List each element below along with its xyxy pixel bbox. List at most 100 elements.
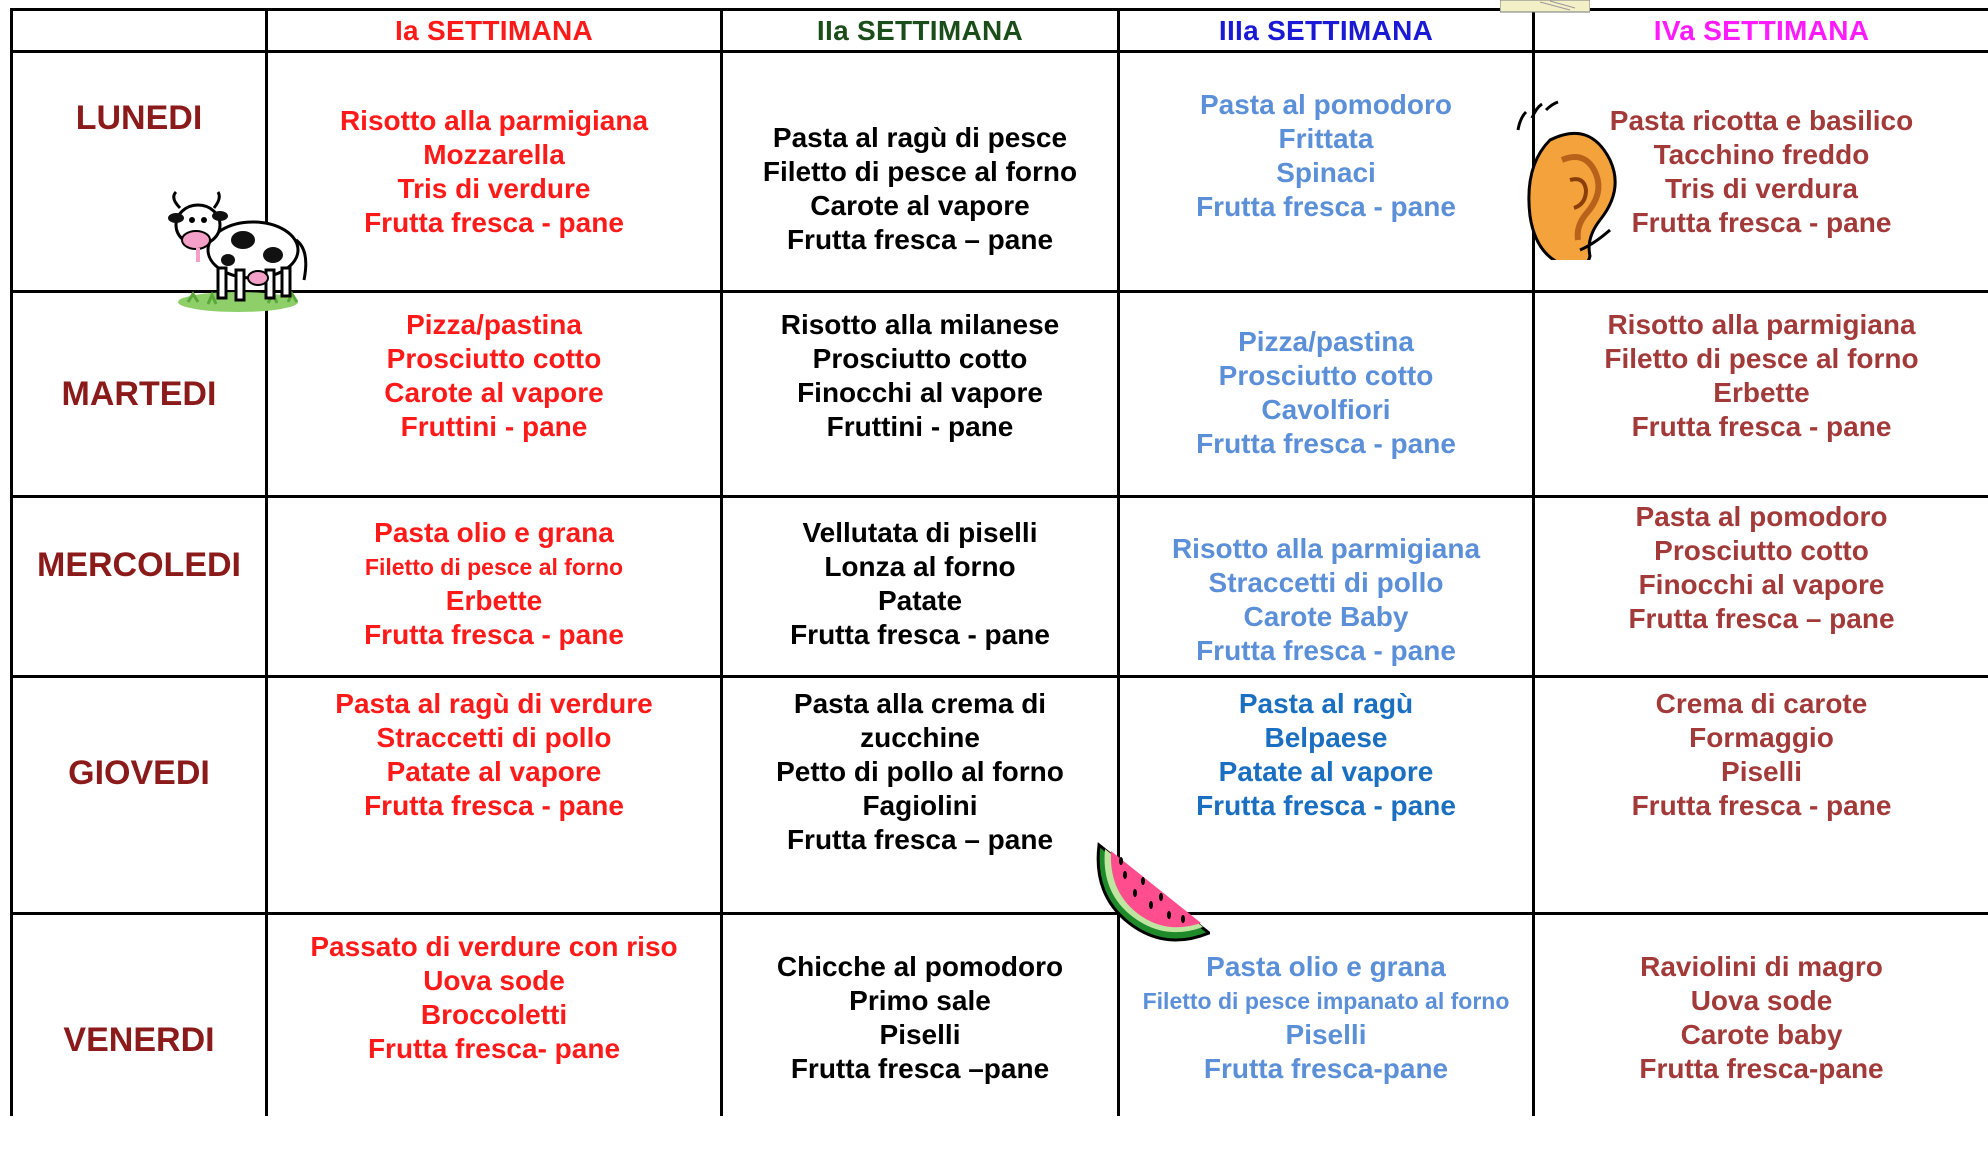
menu-item: Filetto di pesce impanato al forno bbox=[1142, 988, 1510, 1014]
menu-item: zucchine bbox=[860, 722, 980, 753]
menu-martedi-week-2: Risotto alla milanese Prosciutto cotto F… bbox=[723, 293, 1117, 495]
menu-item: Risotto alla parmigiana bbox=[1607, 309, 1916, 340]
cow-icon bbox=[168, 190, 308, 312]
menu-item: Carote baby bbox=[1680, 1019, 1843, 1050]
menu-martedi-week-1: Pizza/pastina Prosciutto cotto Carote al… bbox=[268, 293, 720, 495]
menu-item: Frutta fresca - pane bbox=[790, 619, 1050, 650]
menu-item: Mozzarella bbox=[423, 138, 565, 170]
menu-item: Frutta fresca-pane bbox=[1203, 1053, 1449, 1084]
menu-martedi-week-4: Risotto alla parmigiana Filetto di pesce… bbox=[1535, 293, 1988, 495]
menu-item: Tris di verdura bbox=[1665, 172, 1858, 204]
menu-giovedi-week-2: Pasta alla crema di zucchine Petto di po… bbox=[723, 678, 1117, 912]
menu-giovedi-week-3: Pasta al ragù Belpaese Patate al vapore … bbox=[1120, 678, 1532, 912]
menu-item: Piselli bbox=[879, 1019, 961, 1050]
menu-item: Carote al vapore bbox=[810, 189, 1030, 221]
menu-giovedi-week-4: Crema di carote Formaggio Piselli Frutta… bbox=[1535, 678, 1988, 912]
menu-venerdi-week-4: Raviolini di magro Uova sode Carote baby… bbox=[1535, 915, 1988, 1116]
menu-item: Frutta fresca - pane bbox=[364, 619, 624, 650]
header-week-2: IIa SETTIMANA bbox=[816, 14, 1024, 46]
menu-lunedi-week-2: Pasta al ragù di pesce Filetto di pesce … bbox=[723, 70, 1117, 307]
menu-item: Broccoletti bbox=[420, 999, 568, 1030]
menu-mercoledi-week-4: Pasta al pomodoro Prosciutto cotto Finoc… bbox=[1535, 498, 1988, 675]
menu-item: Fagiolini bbox=[862, 790, 978, 821]
menu-item: Finocchi al vapore bbox=[1638, 569, 1885, 600]
menu-item: Filetto di pesce al forno bbox=[364, 554, 624, 580]
row-divider bbox=[10, 50, 1988, 53]
menu-item: Lonza al forno bbox=[824, 551, 1016, 582]
column-divider bbox=[265, 10, 268, 1116]
menu-item: Tacchino freddo bbox=[1653, 138, 1870, 170]
day-martedi: MARTEDI bbox=[61, 374, 217, 413]
menu-item: Risotto alla parmigiana bbox=[339, 104, 649, 136]
menu-item: Straccetti di pollo bbox=[376, 722, 612, 753]
column-divider bbox=[1532, 10, 1535, 1116]
menu-item: Frutta fresca - pane bbox=[1196, 635, 1456, 666]
menu-item: Frutta fresca- pane bbox=[367, 1033, 621, 1064]
menu-item: Frutta fresca-pane bbox=[1639, 1053, 1884, 1084]
column-divider bbox=[720, 10, 723, 1116]
menu-item: Frutta fresca – pane bbox=[786, 223, 1054, 255]
day-giovedi: GIOVEDI bbox=[68, 753, 210, 792]
menu-item: Frutta fresca – pane bbox=[1628, 603, 1895, 634]
day-mercoledi: MERCOLEDI bbox=[37, 546, 241, 584]
menu-martedi-week-3: Pizza/pastina Prosciutto cotto Cavolfior… bbox=[1120, 293, 1532, 495]
row-divider bbox=[10, 495, 1988, 498]
day-lunedi: LUNEDI bbox=[75, 98, 203, 137]
menu-item: Filetto di pesce al forno bbox=[762, 155, 1078, 187]
column-divider bbox=[1117, 10, 1120, 1116]
menu-item: Patate al vapore bbox=[1218, 756, 1434, 787]
menu-item: Pasta olio e grana bbox=[374, 517, 614, 548]
menu-item: Filetto di pesce al forno bbox=[1604, 343, 1919, 374]
menu-item: Finocchi al vapore bbox=[797, 377, 1043, 408]
menu-venerdi-week-1: Passato di verdure con riso Uova sode Br… bbox=[268, 915, 720, 1116]
menu-item: Patate bbox=[877, 585, 963, 616]
menu-item: Prosciutto cotto bbox=[386, 343, 602, 374]
menu-item: Piselli bbox=[1285, 1019, 1367, 1050]
menu-item: Uova sode bbox=[423, 965, 565, 996]
menu-lunedi-week-4: Pasta ricotta e basilico Tacchino freddo… bbox=[1535, 53, 1988, 290]
menu-item: Erbette bbox=[445, 585, 543, 616]
menu-item: Chicche al pomodoro bbox=[776, 951, 1064, 982]
table-border-left bbox=[10, 10, 13, 1116]
menu-venerdi-week-3: Pasta olio e grana Filetto di pesce impa… bbox=[1120, 915, 1532, 1116]
menu-item: Carote al vapore bbox=[384, 377, 604, 408]
menu-item: Crema di carote bbox=[1655, 688, 1868, 719]
menu-item: Prosciutto cotto bbox=[812, 343, 1028, 374]
menu-item: Frutta fresca – pane bbox=[786, 824, 1054, 855]
menu-item: Carote Baby bbox=[1243, 601, 1409, 632]
menu-item: Fruttini - pane bbox=[826, 411, 1014, 442]
menu-item: Frutta fresca - pane bbox=[364, 206, 624, 238]
menu-item: Uova sode bbox=[1690, 985, 1833, 1016]
day-venerdi: VENERDI bbox=[63, 1020, 215, 1059]
menu-item: Pasta al ragù di pesce bbox=[772, 121, 1068, 153]
header-week-3: IIIa SETTIMANA bbox=[1218, 14, 1434, 46]
menu-lunedi-week-3: Pasta al pomodoro Frittata Spinaci Frutt… bbox=[1120, 53, 1532, 258]
watermelon-icon bbox=[1096, 842, 1210, 942]
row-divider bbox=[10, 290, 1988, 293]
menu-item: Pasta al pomodoro bbox=[1199, 88, 1453, 120]
menu-item: Prosciutto cotto bbox=[1218, 360, 1434, 391]
menu-item: Vellutata di piselli bbox=[802, 517, 1038, 548]
menu-item: Pizza/pastina bbox=[1238, 326, 1414, 357]
row-divider bbox=[10, 912, 1988, 915]
menu-item: Belpaese bbox=[1264, 722, 1388, 753]
menu-item: Pasta al ragù di verdure bbox=[335, 688, 653, 719]
menu-venerdi-week-2: Chicche al pomodoro Primo sale Piselli F… bbox=[723, 915, 1117, 1116]
menu-item: Straccetti di pollo bbox=[1208, 567, 1444, 598]
menu-item: Pasta al ragù bbox=[1238, 688, 1414, 719]
menu-item: Erbette bbox=[1713, 377, 1810, 408]
book-icon bbox=[1500, 0, 1590, 13]
menu-mercoledi-week-2: Vellutata di piselli Lonza al forno Pata… bbox=[723, 498, 1117, 675]
menu-item: Frutta fresca - pane bbox=[1631, 411, 1892, 442]
menu-item: Pasta al pomodoro bbox=[1635, 501, 1888, 532]
menu-item: Frutta fresca –pane bbox=[790, 1053, 1050, 1084]
menu-item: Pasta olio e grana bbox=[1206, 951, 1446, 982]
menu-item: Pasta alla crema di bbox=[793, 688, 1047, 719]
menu-item: Frutta fresca - pane bbox=[1196, 190, 1456, 222]
ear-icon bbox=[1516, 100, 1617, 260]
menu-item: Frittata bbox=[1278, 122, 1374, 154]
menu-item: Frutta fresca - pane bbox=[1196, 428, 1456, 459]
row-divider bbox=[10, 675, 1988, 678]
menu-item: Prosciutto cotto bbox=[1654, 535, 1869, 566]
menu-giovedi-week-1: Pasta al ragù di verdure Straccetti di p… bbox=[268, 678, 720, 912]
